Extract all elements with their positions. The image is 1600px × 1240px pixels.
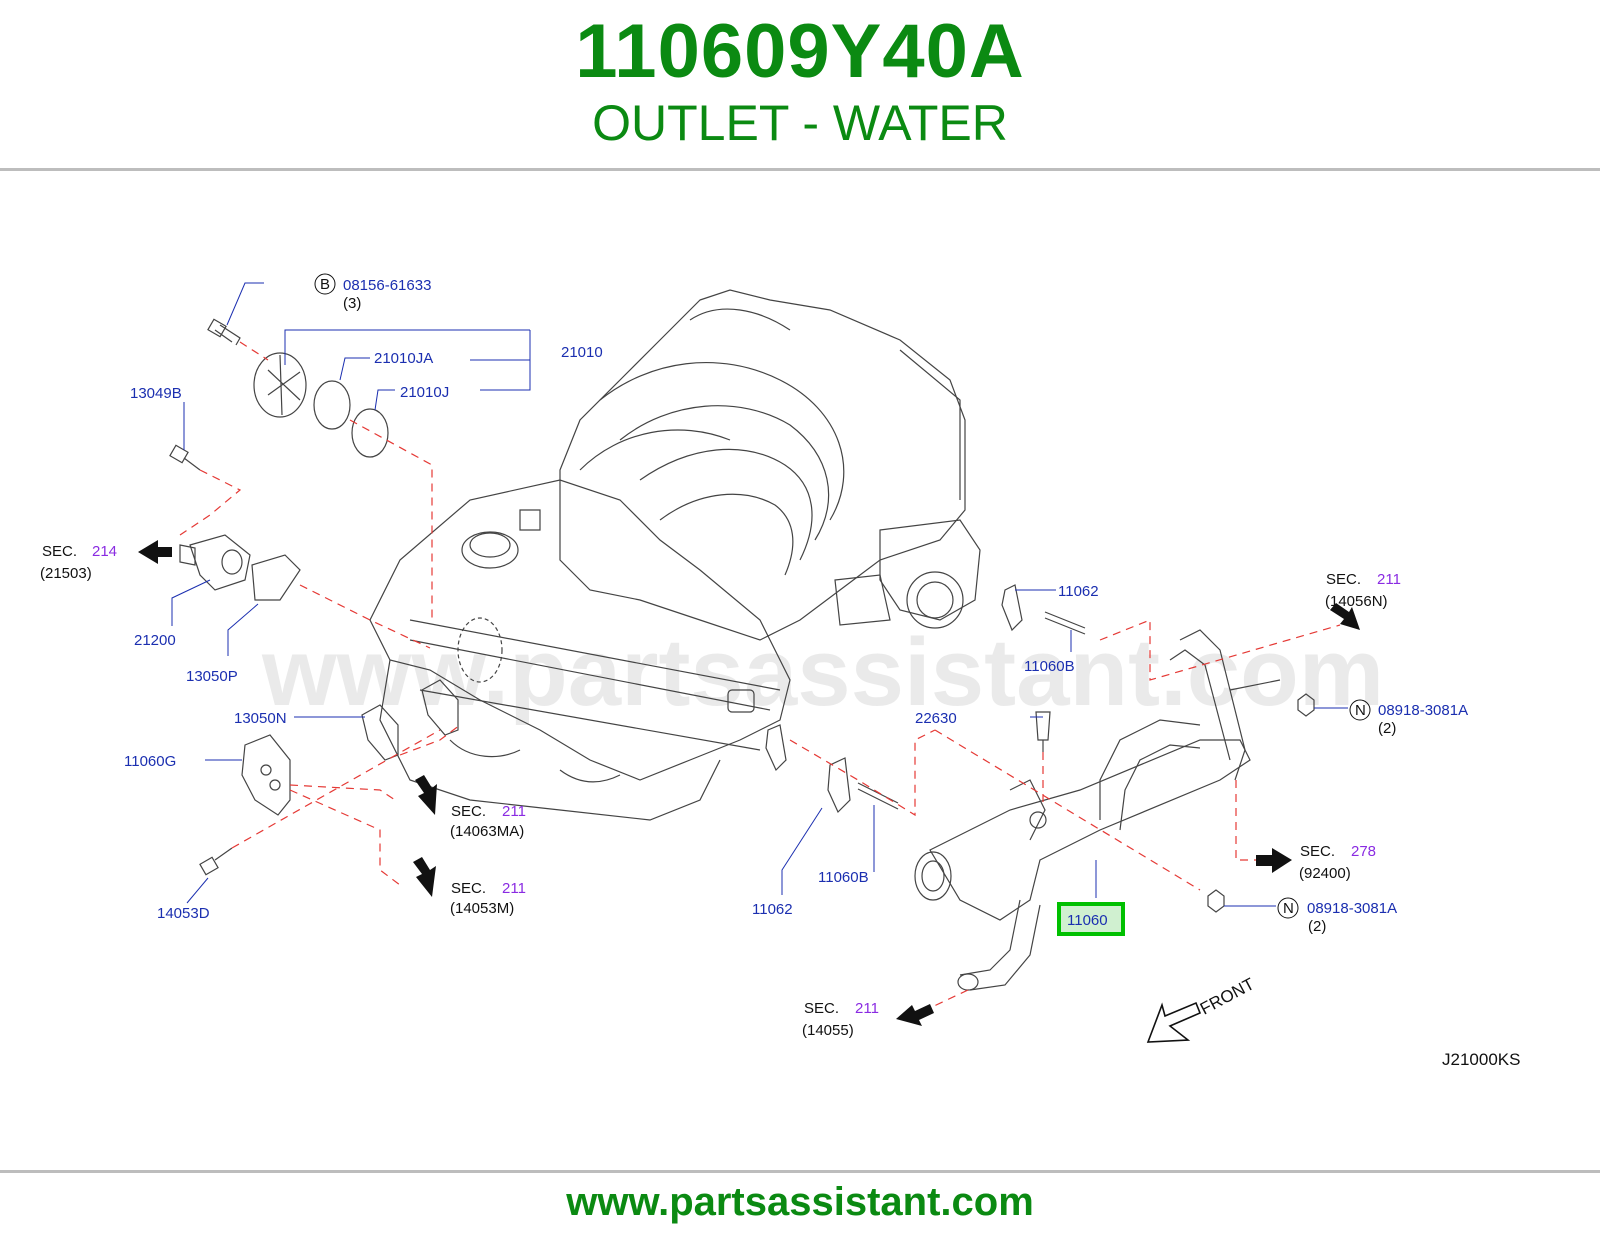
top-divider bbox=[0, 168, 1600, 171]
sec-211-ma-link[interactable]: 211 bbox=[502, 803, 526, 820]
label-08156-61633[interactable]: 08156-61633 bbox=[343, 277, 431, 294]
sec-278-prefix: SEC. bbox=[1300, 843, 1335, 860]
qty-08918-3081A-top: (2) bbox=[1378, 720, 1396, 737]
label-13049B[interactable]: 13049B bbox=[130, 385, 182, 402]
label-11060[interactable]: 11060 bbox=[1067, 912, 1108, 929]
sec-211-55-link[interactable]: 211 bbox=[855, 1000, 879, 1017]
direction-arrows bbox=[138, 540, 1360, 1043]
badge-n-bottom: N bbox=[1283, 900, 1294, 917]
sec-278-sub: (92400) bbox=[1299, 865, 1351, 882]
arrow-sec-211-55 bbox=[896, 1004, 934, 1026]
assembly-lines bbox=[179, 341, 1341, 1016]
highlight-11060-box bbox=[1057, 902, 1125, 936]
label-11060B-bottom[interactable]: 11060B bbox=[818, 869, 869, 886]
label-08918-3081A-top[interactable]: 08918-3081A bbox=[1378, 702, 1468, 719]
qty-08918-3081A-bottom: (2) bbox=[1308, 918, 1326, 935]
engine-outline bbox=[369, 289, 981, 821]
sec-214-prefix: SEC. bbox=[42, 543, 77, 560]
part-number-title: 110609Y40A bbox=[575, 9, 1025, 94]
badge-n-bottom-circle bbox=[1277, 897, 1299, 919]
label-11062-top[interactable]: 11062 bbox=[1058, 583, 1099, 600]
label-11060B-top[interactable]: 11060B bbox=[1024, 658, 1075, 675]
front-label: FRONT bbox=[1197, 974, 1258, 1018]
parts-diagram: www.partsassistant.com bbox=[40, 273, 1520, 1069]
leader-lines bbox=[171, 282, 1348, 907]
sec-211-n-link[interactable]: 211 bbox=[1377, 571, 1401, 588]
sec-211-m-sub: (14053M) bbox=[450, 900, 514, 917]
badge-n-top-circle bbox=[1349, 699, 1371, 721]
sec-211-n-sub: (14056N) bbox=[1325, 593, 1388, 610]
badge-b: B bbox=[320, 276, 330, 293]
badge-b-circle bbox=[314, 273, 336, 295]
water-outlet-assembly bbox=[914, 629, 1281, 991]
arrow-sec-211-n bbox=[1330, 603, 1360, 630]
sec-278-link[interactable]: 278 bbox=[1351, 843, 1376, 860]
label-21010JA[interactable]: 21010JA bbox=[374, 350, 433, 367]
part-description: OUTLET - WATER bbox=[592, 95, 1008, 151]
sec-211-ma-prefix: SEC. bbox=[451, 803, 486, 820]
label-11060G[interactable]: 11060G bbox=[124, 753, 176, 770]
sec-211-ma-sub: (14063MA) bbox=[450, 823, 524, 840]
badge-n-top: N bbox=[1355, 702, 1366, 719]
label-13050P[interactable]: 13050P bbox=[186, 668, 238, 685]
arrow-sec-278 bbox=[1256, 848, 1292, 873]
arrow-sec-214 bbox=[138, 540, 172, 564]
sec-211-m-prefix: SEC. bbox=[451, 880, 486, 897]
arrow-sec-211-m bbox=[413, 857, 436, 897]
label-11062-bottom[interactable]: 11062 bbox=[752, 901, 793, 918]
sec-214-sub: (21503) bbox=[40, 565, 92, 582]
label-21010[interactable]: 21010 bbox=[561, 344, 603, 361]
qty-08156-61633: (3) bbox=[343, 295, 361, 312]
label-08918-3081A-bottom[interactable]: 08918-3081A bbox=[1307, 900, 1397, 917]
callout-labels: B 08156-61633 (3) 21010 21010JA 21010J 1… bbox=[40, 273, 1520, 1069]
label-14053D[interactable]: 14053D bbox=[157, 905, 210, 922]
label-13050N[interactable]: 13050N bbox=[234, 710, 287, 727]
sec-211-m-link[interactable]: 211 bbox=[502, 880, 526, 897]
sec-211-55-prefix: SEC. bbox=[804, 1000, 839, 1017]
bottom-divider bbox=[0, 1170, 1600, 1173]
front-arrow-icon bbox=[1146, 1001, 1202, 1043]
sec-211-n-prefix: SEC. bbox=[1326, 571, 1361, 588]
label-21010J[interactable]: 21010J bbox=[400, 384, 449, 401]
footer-site-link[interactable]: www.partsassistant.com bbox=[566, 1180, 1034, 1224]
header: 110609Y40A OUTLET - WATER bbox=[0, 0, 1600, 168]
small-parts bbox=[169, 318, 1315, 913]
sec-211-55-sub: (14055) bbox=[802, 1022, 854, 1039]
arrow-sec-211-ma bbox=[415, 775, 437, 815]
diagram-reference: J21000KS bbox=[1442, 1050, 1520, 1069]
sec-214-link[interactable]: 214 bbox=[92, 543, 117, 560]
label-21200[interactable]: 21200 bbox=[134, 632, 176, 649]
label-22630[interactable]: 22630 bbox=[915, 710, 957, 727]
watermark-text: www.partsassistant.com bbox=[261, 619, 1384, 726]
